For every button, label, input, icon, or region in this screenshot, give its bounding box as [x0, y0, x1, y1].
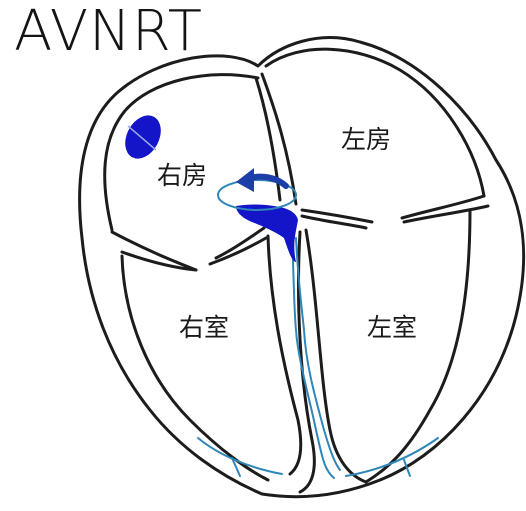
left-ventricle-wall — [366, 210, 470, 482]
right-ventricle-inner — [268, 236, 301, 474]
heart-outer-wall — [80, 38, 524, 497]
mitral-leaflet-left — [302, 210, 372, 222]
tricuspid-leaflet-left — [112, 232, 196, 270]
left-ventricle-label: 左室 — [367, 315, 417, 340]
left-atrium-wall — [266, 49, 484, 196]
interventricular-septum-right — [306, 230, 366, 482]
reentry-arrowhead — [236, 168, 254, 192]
diagram-title: AVNRT — [14, 4, 203, 60]
right-bundle-branch — [198, 438, 282, 474]
right-ventricle-wall — [122, 256, 268, 480]
tricuspid-leaflet-right-2 — [210, 238, 266, 264]
sinus-node — [118, 109, 168, 165]
right-atrium-label: 右房 — [157, 163, 207, 188]
right-ventricle-label: 右室 — [179, 315, 229, 340]
av-node — [236, 205, 298, 263]
left-atrium-label: 左房 — [341, 127, 391, 152]
